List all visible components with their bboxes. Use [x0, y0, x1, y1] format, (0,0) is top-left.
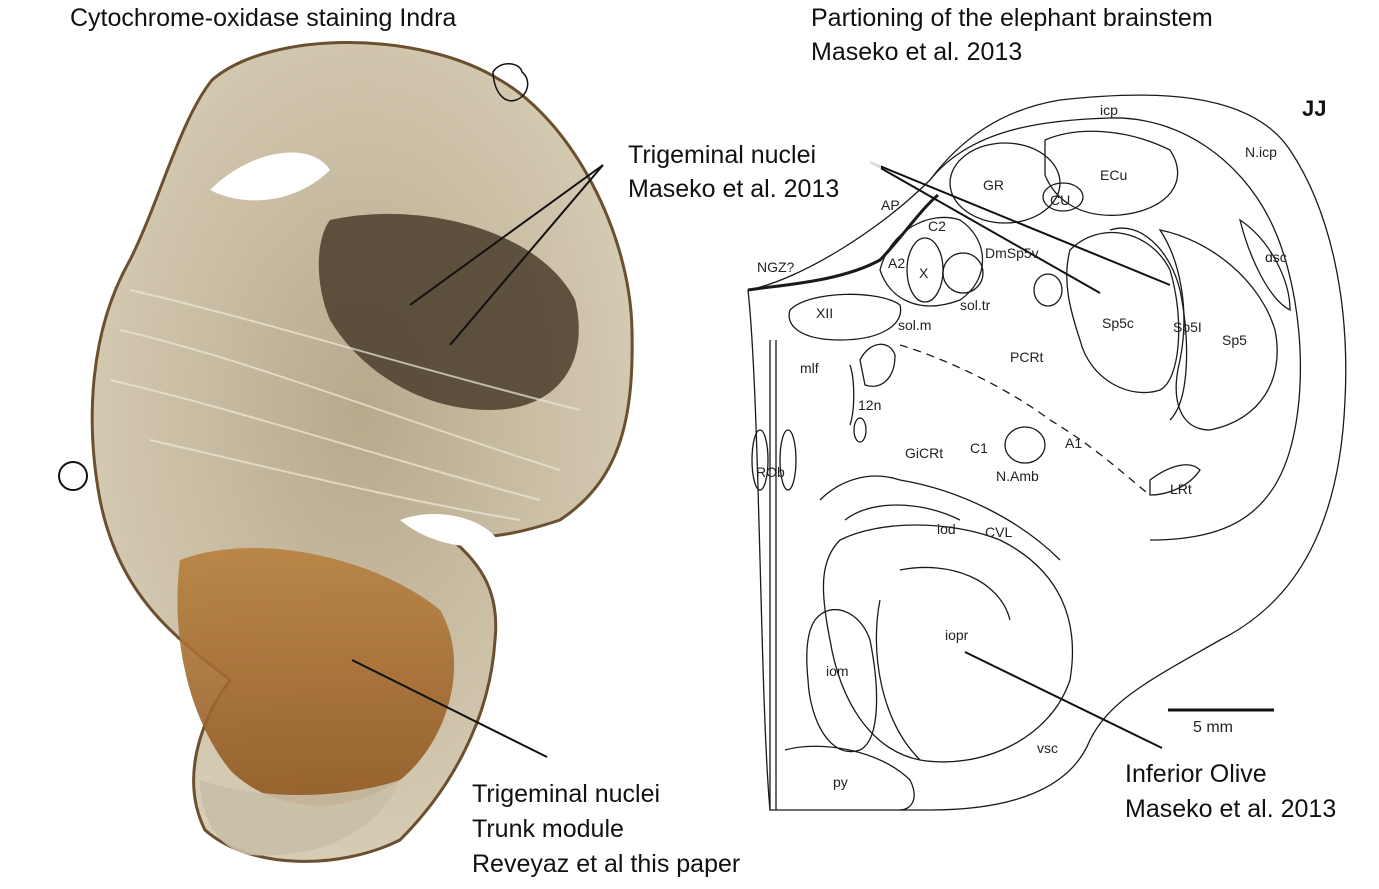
- label-sol-m: sol.m: [898, 317, 931, 333]
- label-a2: A2: [888, 255, 905, 271]
- label-iopr: iopr: [945, 627, 969, 643]
- label-gicrt: GiCRt: [905, 445, 943, 461]
- trigeminal-annotation-line1: Trigeminal nuclei: [628, 141, 816, 169]
- label-sp5: Sp5: [1222, 332, 1247, 348]
- label-sp5i: Sp5I: [1173, 319, 1202, 335]
- olive-annotation-line1: Inferior Olive: [1125, 760, 1267, 788]
- label-dmsp5v: DmSp5v: [985, 245, 1039, 261]
- pointer-line-iopr: [964, 651, 1163, 749]
- scale-bar-label: 5 mm: [1193, 719, 1233, 736]
- label-py: py: [833, 774, 848, 790]
- label-n-amb: N.Amb: [996, 468, 1039, 484]
- left-title: Cytochrome-oxidase staining Indra: [70, 4, 456, 32]
- label-c1: C1: [970, 440, 988, 456]
- label-dsc: dsc: [1265, 249, 1287, 265]
- label-a1: A1: [1065, 435, 1082, 451]
- trunk-annotation-line2: Trunk module: [472, 815, 624, 843]
- label-icp: icp: [1100, 102, 1118, 118]
- label-iod: iod: [937, 521, 956, 537]
- label-x: X: [919, 265, 929, 281]
- label-sol-tr: sol.tr: [960, 297, 991, 313]
- label-c2: C2: [928, 218, 946, 234]
- pointer-line-sp5c: [869, 161, 1101, 294]
- label-cu: CU: [1050, 192, 1070, 208]
- label-ngz: NGZ?: [757, 259, 795, 275]
- trunk-annotation-line3: Reveyaz et al this paper: [472, 850, 740, 878]
- label-vsc: vsc: [1037, 740, 1058, 756]
- right-title-line1: Partioning of the elephant brainstem: [811, 4, 1213, 32]
- label-cvl: CVL: [985, 524, 1012, 540]
- panel-id: JJ: [1302, 96, 1326, 121]
- brainstem-outline: [747, 94, 1347, 811]
- trunk-annotation: Trigeminal nuclei Trunk module Reveyaz e…: [472, 780, 740, 878]
- label-ecu: ECu: [1100, 167, 1127, 183]
- region-labels: icp N.icp GR ECu CU AP C2 DmSp5v NGZ? A2…: [756, 102, 1287, 790]
- annotation-bg: [625, 136, 881, 206]
- label-pcrt: PCRt: [1010, 349, 1044, 365]
- pointer-line-trunk: [351, 659, 548, 758]
- label-gr: GR: [983, 177, 1004, 193]
- label-n-icp: N.icp: [1245, 144, 1277, 160]
- label-12n: 12n: [858, 397, 881, 413]
- label-sp5c: Sp5c: [1102, 315, 1134, 331]
- label-xii: XII: [816, 305, 833, 321]
- pointer-line-sp5i: [869, 161, 1171, 286]
- label-iom: iom: [826, 663, 849, 679]
- label-mlf: mlf: [800, 360, 819, 376]
- label-ap: AP: [881, 197, 900, 213]
- right-title-line2: Maseko et al. 2013: [811, 38, 1022, 66]
- stained-section: [58, 41, 634, 863]
- trunk-annotation-line1: Trigeminal nuclei: [472, 780, 660, 808]
- trigeminal-annotation-line2: Maseko et al. 2013: [628, 175, 839, 203]
- pointer-lines-top: [409, 164, 604, 346]
- olive-annotation-line2: Maseko et al. 2013: [1125, 795, 1336, 823]
- label-lrt: LRt: [1170, 481, 1192, 497]
- label-rob: ROb: [756, 464, 785, 480]
